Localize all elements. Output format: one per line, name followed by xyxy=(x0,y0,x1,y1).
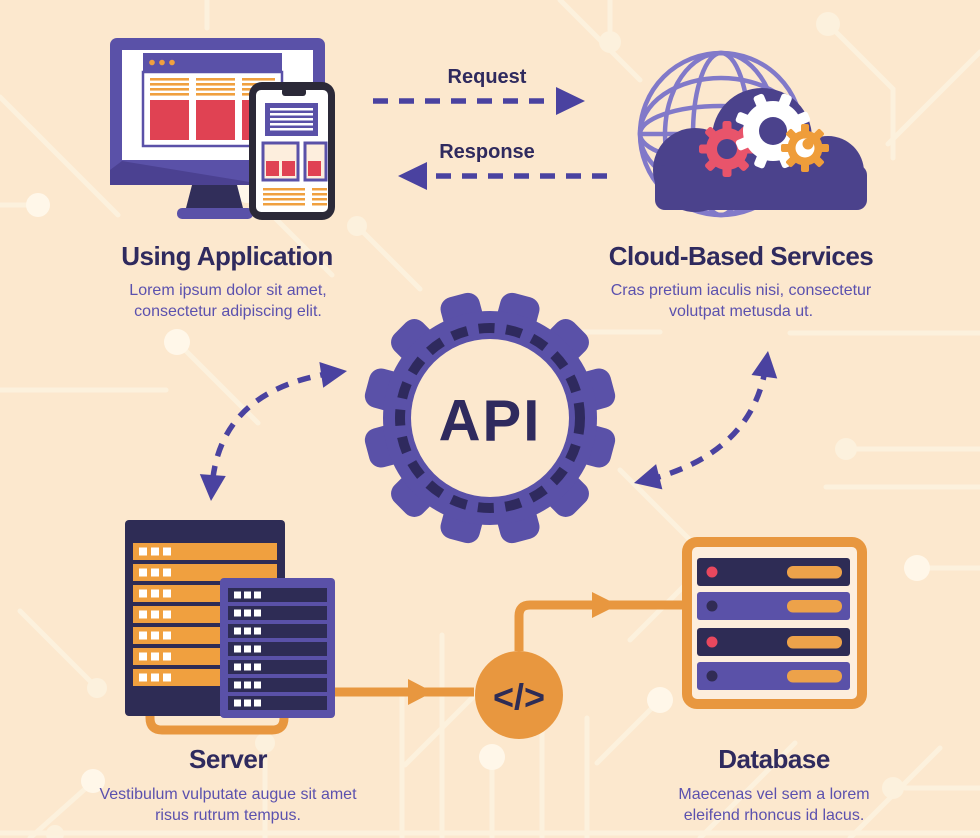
application-title: Using Application xyxy=(121,241,333,271)
database-icon xyxy=(682,537,867,709)
cloud-globe-icon xyxy=(637,50,867,218)
request-label: Request xyxy=(447,66,527,88)
orange-gear-icon xyxy=(781,124,829,172)
response-label: Response xyxy=(439,141,535,163)
code-symbol: </> xyxy=(493,677,545,718)
server-api-curved-arrow xyxy=(199,361,347,501)
request-arrow xyxy=(373,87,585,115)
server-code-connector xyxy=(335,679,474,705)
api-gear-icon: API xyxy=(364,292,616,544)
api-label: API xyxy=(439,389,542,454)
application-icon xyxy=(110,38,335,220)
cloud-services-description: Cras pretium iaculis nisi, consectetur v… xyxy=(610,282,872,320)
database-title: Database xyxy=(718,744,830,774)
api-cloud-curved-arrow xyxy=(634,351,778,490)
response-arrow xyxy=(398,162,607,190)
cloud-services-title: Cloud-Based Services xyxy=(608,241,874,271)
server-description: Vestibulum vulputate augue sit amet risu… xyxy=(99,786,357,824)
connector-arrowhead xyxy=(408,679,433,705)
red-gear-icon xyxy=(699,121,755,177)
application-description: Lorem ipsum dolor sit amet, consectetur … xyxy=(129,282,327,320)
code-database-connector xyxy=(514,592,684,651)
code-icon: </> xyxy=(475,651,563,739)
server-stand-bracket xyxy=(145,690,289,735)
connector-arrowhead xyxy=(592,592,618,618)
server-title: Server xyxy=(189,744,267,774)
database-description: Maecenas vel sem a lorem eleifend rhoncu… xyxy=(678,786,870,824)
server-icon xyxy=(125,520,335,735)
